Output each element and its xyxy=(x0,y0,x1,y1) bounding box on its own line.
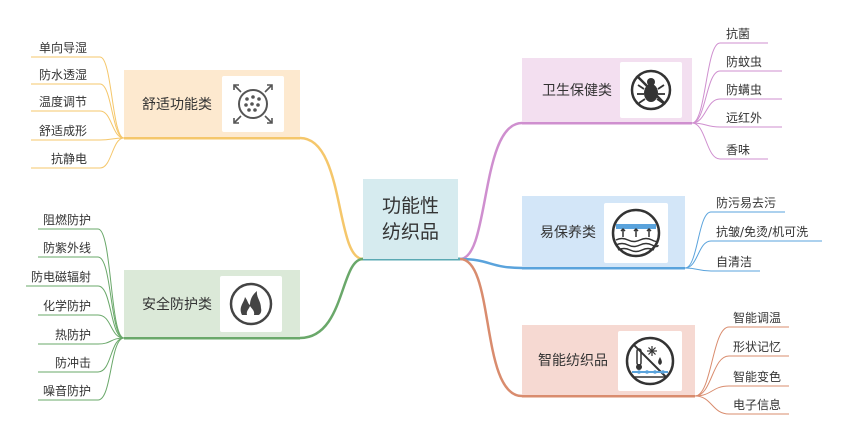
category-comfort[interactable]: 舒适功能类 xyxy=(124,70,300,137)
root-label-line2: 纺织品 xyxy=(381,221,439,243)
leaf-safety-0[interactable]: 阻燃防护 xyxy=(43,213,92,227)
link-safety xyxy=(299,257,364,340)
category-smart[interactable]: 智能纺织品 xyxy=(522,325,695,395)
category-easycare[interactable]: 易保养类 xyxy=(522,196,685,267)
link-easycare-leaf-2 xyxy=(684,267,760,272)
link-smart-leaf-2 xyxy=(694,385,789,397)
no-bug-icon xyxy=(620,62,682,118)
category-safety[interactable]: 安全防护类 xyxy=(124,270,300,337)
leaf-smart-0[interactable]: 智能调温 xyxy=(733,311,782,325)
leaf-hygiene-4[interactable]: 香味 xyxy=(726,143,751,157)
link-hygiene-leaf-1 xyxy=(691,70,782,124)
leaf-safety-2[interactable]: 防电磁辐射 xyxy=(31,270,92,284)
leaf-hygiene-0[interactable]: 抗菌 xyxy=(726,27,751,41)
category-hygiene[interactable]: 卫生保健类 xyxy=(522,58,692,122)
leaf-comfort-2[interactable]: 温度调节 xyxy=(39,95,88,109)
link-hygiene-leaf-2 xyxy=(691,98,782,124)
leaf-comfort-0[interactable]: 单向导湿 xyxy=(39,41,88,55)
dotted-circle-arrows-icon xyxy=(222,76,284,132)
link-safety-leaf-2 xyxy=(26,285,125,339)
leaf-smart-3[interactable]: 电子信息 xyxy=(733,398,782,412)
category-comfort-label: 舒适功能类 xyxy=(142,96,212,113)
link-comfort xyxy=(299,136,364,261)
link-smart-leaf-1 xyxy=(694,355,789,397)
leaf-safety-5[interactable]: 防冲击 xyxy=(55,356,92,370)
link-hygiene xyxy=(459,121,523,261)
link-hygiene-leaf-3 xyxy=(691,122,782,128)
leaf-smart-2[interactable]: 智能变色 xyxy=(733,370,782,384)
link-safety-leaf-6 xyxy=(38,337,125,401)
link-hygiene-leaf-4 xyxy=(691,122,768,160)
leaf-hygiene-3[interactable]: 远红外 xyxy=(726,111,763,125)
leaf-easycare-2[interactable]: 自清洁 xyxy=(716,255,753,269)
leaf-hygiene-2[interactable]: 防螨虫 xyxy=(726,83,763,97)
link-easycare-leaf-1 xyxy=(684,240,822,269)
leaf-easycare-0[interactable]: 防污易去污 xyxy=(716,196,777,210)
root-node[interactable]: 功能性 纺织品 xyxy=(363,179,458,259)
leaf-safety-6[interactable]: 噪音防护 xyxy=(43,384,92,398)
water-waves-icon xyxy=(604,203,668,263)
leaf-safety-4[interactable]: 热防护 xyxy=(55,328,92,342)
link-easycare xyxy=(459,257,523,270)
smart-textile-icon xyxy=(618,331,682,391)
link-easycare-leaf-0 xyxy=(684,211,785,269)
category-smart-label: 智能纺织品 xyxy=(538,353,608,369)
leaf-comfort-4[interactable]: 抗静电 xyxy=(51,152,88,166)
link-hygiene-leaf-0 xyxy=(691,42,768,124)
fire-icon xyxy=(220,276,282,332)
link-safety-leaf-1 xyxy=(38,256,125,339)
link-safety-leaf-3 xyxy=(38,314,125,339)
leaf-comfort-1[interactable]: 防水透湿 xyxy=(39,68,88,82)
leaf-comfort-3[interactable]: 舒适成形 xyxy=(39,124,88,138)
link-smart xyxy=(459,257,523,398)
root-label-line1: 功能性 xyxy=(381,195,439,217)
link-comfort-leaf-0 xyxy=(31,56,125,139)
category-easycare-label: 易保养类 xyxy=(540,224,596,241)
link-comfort-leaf-4 xyxy=(31,137,125,169)
link-comfort-leaf-1 xyxy=(31,83,125,139)
link-comfort-leaf-3 xyxy=(31,137,125,141)
leaf-safety-1[interactable]: 防紫外线 xyxy=(43,241,92,255)
category-safety-label: 安全防护类 xyxy=(142,296,212,313)
leaf-hygiene-1[interactable]: 防蚊虫 xyxy=(726,55,763,69)
leaf-safety-3[interactable]: 化学防护 xyxy=(43,299,92,313)
link-comfort-leaf-2 xyxy=(31,110,125,139)
leaf-easycare-1[interactable]: 抗皱/免烫/机可洗 xyxy=(716,225,809,239)
link-safety-leaf-4 xyxy=(38,337,125,345)
link-safety-leaf-0 xyxy=(38,228,125,339)
link-smart-leaf-0 xyxy=(694,326,789,397)
link-smart-leaf-3 xyxy=(694,395,789,415)
category-hygiene-label: 卫生保健类 xyxy=(542,83,612,99)
leaf-smart-1[interactable]: 形状记忆 xyxy=(733,340,782,354)
